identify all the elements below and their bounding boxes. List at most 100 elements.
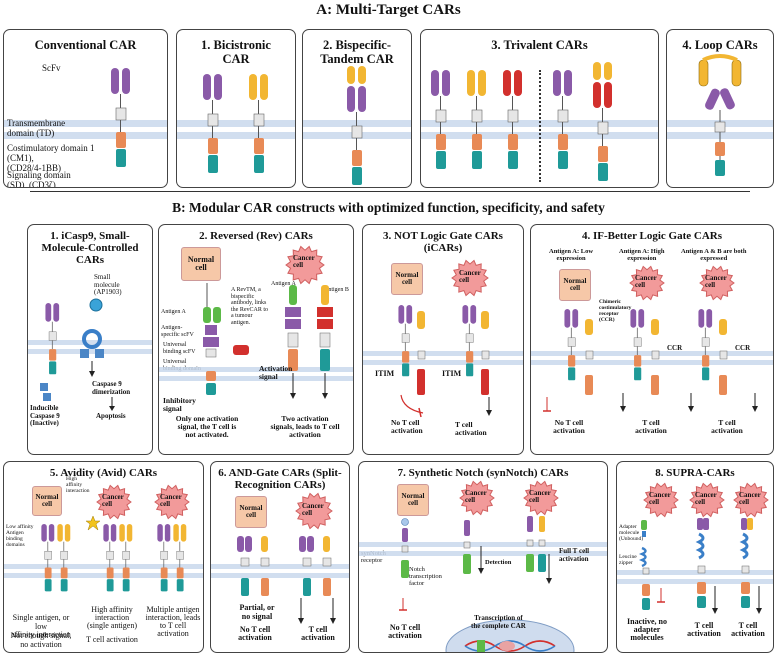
cancer-cell-label: Cancer cell	[705, 274, 727, 289]
cancer-cell-label: Cancer cell	[695, 491, 717, 506]
caption-2: High affinity interaction (single antige…	[87, 605, 137, 630]
small-molecule-label: Small molecule (AP1903)	[94, 273, 122, 296]
panel-loop-car: 4. Loop CARs	[666, 29, 774, 188]
caption-left: Only one activation signal, the T cell i…	[175, 414, 239, 439]
cancer-cell-icon	[451, 259, 489, 297]
caption-1: Inactive, no adapter molecules	[627, 617, 667, 642]
caption-2b: T cell activation	[86, 635, 138, 644]
revcar-right-construct	[285, 285, 333, 399]
zipper-label: Leucine zipper	[619, 554, 637, 566]
car-construct	[41, 524, 55, 592]
panel-title: 8. SUPRA-CARs	[655, 467, 735, 479]
cancer-cell-icon	[459, 480, 495, 516]
itim-label: ITIM	[442, 369, 462, 378]
panel-synnotch: 7. Synthetic Notch (synNotch) CARs Norma…	[358, 461, 608, 653]
caption-3: T cell activation	[731, 621, 765, 638]
caspase9-dimer-icon	[80, 329, 104, 377]
inducible-caspase-label: Inducible Caspase 9 (Inactive)	[30, 404, 60, 427]
car-construct	[431, 70, 450, 169]
membrane	[28, 349, 152, 354]
caption-right: Two activation signals, leads to T cell …	[270, 414, 340, 439]
antigen-scfv-label: Antigen- specific scFV	[161, 325, 194, 338]
panel-trivalent-car: 3. Trivalent CARs	[420, 29, 659, 188]
panel-tandem-car: 2. Bispecific- Tandem CAR	[302, 29, 412, 188]
panel-bicistronic-car: 1. Bicistronic CAR	[176, 29, 296, 188]
inhibition-bar	[399, 598, 407, 611]
caption-1: No T cell activation	[388, 623, 422, 640]
membrane	[159, 376, 353, 381]
inhibition-arrow	[400, 394, 424, 418]
membrane	[211, 573, 349, 578]
ccr-description: Chimeric costimulatory receptor (CCR)	[599, 299, 632, 323]
split-car-right	[298, 536, 336, 624]
cancer-cell-icon	[629, 265, 665, 301]
ccr-construct	[585, 319, 594, 395]
caption-1: No T cell activation	[553, 418, 585, 435]
apoptosis-label: Apoptosis	[96, 412, 126, 420]
cancer-cell-icon	[643, 482, 679, 518]
panel-not-gate: 3. NOT Logic Gate CARs (iCARs) Normal ce…	[362, 224, 524, 455]
cancer-cell-icon	[733, 482, 769, 518]
car-construct	[57, 524, 71, 592]
panel-title: 2. Reversed (Rev) CARs	[199, 230, 313, 242]
loop-car-construct	[698, 54, 742, 176]
panel-title: 4. Loop CARs	[682, 38, 758, 52]
activation-arrow	[486, 397, 492, 416]
transcription-label: Transcription of the complete CAR	[471, 614, 526, 630]
adapter-molecule-icon	[641, 520, 647, 537]
split-car-left	[237, 536, 270, 596]
membrane	[359, 551, 607, 556]
condition-2: Antigen A: High expression	[619, 248, 665, 262]
condition-1: Antigen A: Low expression	[549, 248, 594, 262]
car-construct	[45, 303, 60, 375]
antigen-a-label-right: Antigen A	[271, 281, 296, 287]
notch-factor-label: Notch transcription factor	[409, 566, 442, 587]
normal-cell: Normal cell	[559, 269, 591, 301]
cancer-cell-icon	[285, 245, 325, 285]
car-construct	[553, 70, 572, 169]
high-affinity-label: High affinity interaction	[66, 476, 90, 494]
leucine-zipper-icon	[638, 546, 647, 568]
membrane	[363, 360, 523, 365]
section-b-title: B: Modular CAR constructs with optimized…	[172, 200, 605, 215]
car-construct	[593, 62, 612, 181]
supra-empty-construct	[642, 567, 665, 610]
panel-title: 3. Trivalent CARs	[491, 38, 588, 52]
cancer-cell-label: Cancer cell	[102, 493, 124, 508]
cancer-cell-label: Cancer cell	[635, 274, 657, 289]
normal-cell: Normal cell	[391, 263, 423, 295]
membrane	[4, 120, 167, 127]
cancer-cell-icon	[154, 484, 190, 520]
inhibitory-signal-label: Inhibitory signal	[163, 396, 196, 413]
caspase-dimerization-label: Caspase 9 dimerization	[92, 380, 131, 396]
trivalent-separator	[539, 70, 541, 182]
caption-1b: No T cell activation	[238, 625, 272, 642]
caption-left: No T cell activation	[391, 418, 423, 435]
full-car-icon	[526, 516, 552, 584]
universal-scfv-label: Universal binding scFV	[163, 342, 196, 355]
car-construct	[462, 305, 477, 377]
activation-arrow	[752, 393, 758, 412]
small-molecule-icon	[89, 298, 103, 312]
panel-title: 1. iCasp9, Small- Molecule-Controlled CA…	[41, 230, 139, 266]
cm-label: Costimulatory domain 1 (CM1), (CD28/4-1B…	[7, 143, 95, 173]
panel-title: 6. AND-Gate CARs (Split- Recognition CAR…	[218, 467, 342, 491]
itim-label: ITIM	[375, 369, 395, 378]
car-construct	[467, 70, 486, 169]
scfv-label: ScFv	[42, 63, 61, 73]
car-construct	[103, 524, 117, 592]
inducible-caspase-icon	[40, 383, 51, 401]
panel-reversed-car: 2. Reversed (Rev) CARs Normal cell Cance…	[158, 224, 354, 455]
panel-title: Conventional CAR	[34, 38, 137, 52]
caption-3: T cell activation	[711, 418, 743, 435]
membrane	[359, 542, 607, 547]
caption-2: T cell activation	[635, 418, 667, 435]
membrane	[159, 367, 353, 372]
membrane	[4, 132, 167, 139]
cancer-cell-label: Cancer cell	[459, 269, 481, 284]
cancer-cell-icon	[523, 480, 559, 516]
cancer-cell-label: Cancer cell	[529, 489, 551, 504]
full-activation-label: Full T cell activation	[559, 547, 590, 563]
synnotch-receptor-icon	[401, 518, 409, 578]
revcar-left-construct	[203, 283, 249, 395]
